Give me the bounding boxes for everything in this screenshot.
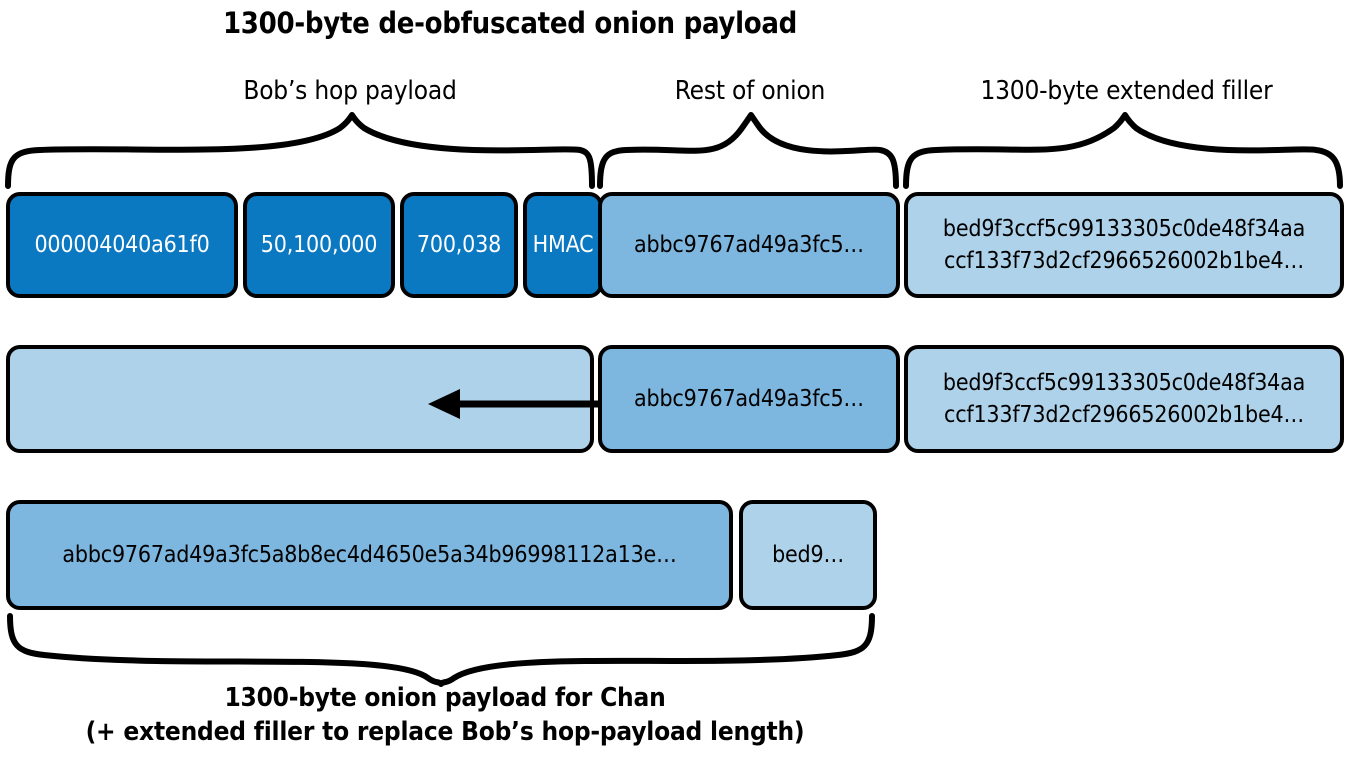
segment-rest-of-onion: abbc9767ad49a3fc5… <box>598 192 900 298</box>
bottom-caption: 1300-byte onion payload for Chan (+ exte… <box>0 681 890 749</box>
segment-onion-for-chan: abbc9767ad49a3fc5a8b8ec4d4650e5a34b96998… <box>6 500 733 610</box>
page-title: 1300-byte de-obfuscated onion payload <box>222 6 798 40</box>
segment-extended-filler-line2: ccf133f73d2cf2966526002b1be4… <box>944 248 1304 274</box>
segment-extended-filler: bed9f3ccf5c99133305c0de48f34aa ccf133f73… <box>904 192 1344 298</box>
brace-extended-filler <box>903 112 1343 189</box>
segment-hmac: HMAC <box>523 192 603 298</box>
bottom-caption-line2: (+ extended filler to replace Bob’s hop-… <box>85 717 805 747</box>
brace-onion-payload-for-chan <box>7 613 875 687</box>
brace-rest-of-onion <box>597 112 899 189</box>
brace-label-rest-of-onion: Rest of onion <box>674 76 826 106</box>
segment-rest-of-onion-shifted: abbc9767ad49a3fc5… <box>598 345 900 453</box>
segment-extended-filler-shifted-line2: ccf133f73d2cf2966526002b1be4… <box>944 402 1304 428</box>
segment-extended-filler-shifted: bed9f3ccf5c99133305c0de48f34aa ccf133f73… <box>904 345 1344 453</box>
bottom-caption-line1: 1300-byte onion payload for Chan <box>224 683 666 713</box>
segment-filler-tail: bed9… <box>739 500 877 610</box>
segment-extended-filler-line1: bed9f3ccf5c99133305c0de48f34aa <box>942 216 1306 242</box>
brace-label-extended-filler: 1300-byte extended filler <box>980 76 1273 106</box>
segment-extended-filler-shifted-line1: bed9f3ccf5c99133305c0de48f34aa <box>942 370 1306 396</box>
segment-hop-data: 000004040a61f0 <box>6 192 238 298</box>
segment-empty-space <box>6 345 594 453</box>
segment-cltv: 700,038 <box>400 192 518 298</box>
brace-bobs-hop-payload <box>5 112 595 189</box>
brace-label-bobs-hop-payload: Bob’s hop payload <box>243 76 457 106</box>
segment-amount: 50,100,000 <box>243 192 395 298</box>
